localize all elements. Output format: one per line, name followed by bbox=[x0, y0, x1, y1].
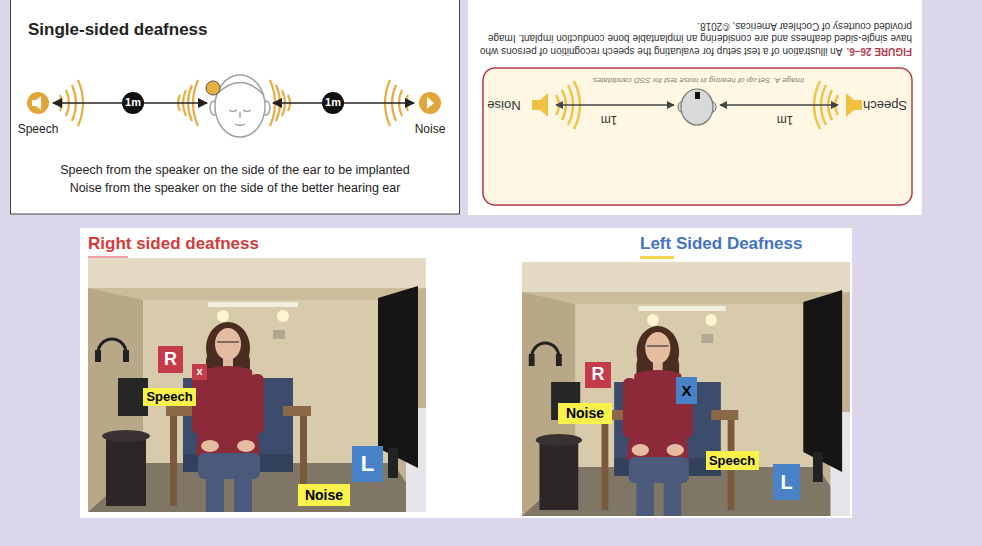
caption-line: Speech from the speaker on the side of t… bbox=[10, 163, 460, 178]
booth-photo bbox=[522, 262, 850, 516]
panel bbox=[80, 228, 852, 518]
speaker-icon bbox=[427, 97, 434, 109]
distance-arrow bbox=[556, 104, 674, 105]
source-tag-text: Noise bbox=[305, 487, 343, 504]
booth-photo bbox=[522, 262, 850, 516]
speaker-label: Noise bbox=[415, 122, 446, 136]
rotated-figure bbox=[483, 68, 912, 205]
figure-number: FIGURE 26–6. bbox=[846, 46, 912, 57]
diagram-panel: Single-sided deafnessSpeech from the spe… bbox=[10, 0, 460, 215]
heading-underline bbox=[640, 256, 674, 259]
speaker-icon bbox=[27, 92, 49, 114]
implant-marker bbox=[206, 81, 220, 95]
panel bbox=[468, 0, 922, 215]
caption-line: Noise from the speaker on the side of th… bbox=[10, 181, 460, 196]
head bbox=[215, 75, 265, 137]
side-marker-text: R bbox=[164, 349, 177, 371]
figure-panel: FIGURE 26–6.An illustration of a test se… bbox=[468, 0, 922, 215]
speaker-label: Noise bbox=[487, 97, 520, 113]
image-note: Image A. Set-up of hearing in noise test… bbox=[483, 75, 912, 85]
caption-block: FIGURE 26–6.An illustration of a test se… bbox=[478, 20, 912, 58]
distance-value: 1m bbox=[325, 96, 341, 109]
distance-value: 1m bbox=[125, 96, 141, 109]
ear-marker: X bbox=[676, 377, 697, 404]
side-marker-text: L bbox=[780, 470, 792, 494]
panel-title: Single-sided deafness bbox=[28, 20, 208, 40]
section-heading: Right sided deafness bbox=[88, 234, 259, 254]
face-features bbox=[229, 110, 251, 126]
side-marker: R bbox=[585, 362, 611, 388]
speaker-icon bbox=[532, 93, 548, 117]
source-tag: Noise bbox=[298, 484, 350, 506]
source-tag-text: Noise bbox=[566, 405, 604, 422]
speaker-icon bbox=[419, 92, 441, 114]
panel bbox=[11, 0, 460, 214]
source-tag: Noise bbox=[558, 403, 612, 424]
source-tag: Speech bbox=[706, 451, 759, 470]
booth-photo bbox=[88, 258, 426, 512]
ear-marker-text: X bbox=[681, 382, 691, 400]
source-tag-text: Speech bbox=[146, 389, 192, 405]
section-heading: Left Sided Deafness bbox=[640, 234, 803, 254]
distance-badge: 1m bbox=[322, 92, 344, 114]
rotated-figure bbox=[483, 68, 912, 205]
distance-arrow bbox=[720, 104, 838, 105]
implant-marker bbox=[695, 92, 700, 99]
side-marker-text: L bbox=[361, 451, 374, 477]
source-tag-text: Speech bbox=[709, 453, 755, 469]
distance-label: 1m bbox=[601, 113, 618, 127]
speaker-icon bbox=[32, 96, 41, 110]
booth-photo bbox=[88, 258, 426, 512]
ear-marker: x bbox=[192, 364, 207, 380]
head bbox=[681, 89, 713, 125]
speaker-label: Speech bbox=[863, 97, 907, 113]
source-tag: Speech bbox=[143, 388, 196, 406]
side-marker: L bbox=[352, 446, 383, 482]
speaker-icon bbox=[846, 93, 862, 117]
ear-marker-text: x bbox=[196, 365, 202, 378]
hairline bbox=[216, 83, 264, 96]
figure-frame bbox=[483, 68, 912, 205]
side-marker: L bbox=[773, 464, 800, 500]
side-marker-text: R bbox=[592, 364, 605, 386]
speaker-label: Speech bbox=[18, 122, 59, 136]
side-marker: R bbox=[158, 346, 183, 373]
distance-badge: 1m bbox=[122, 92, 144, 114]
illustration-frame: Image A. Set-up of hearing in noise test… bbox=[483, 68, 912, 205]
distance-label: 1m bbox=[777, 113, 794, 127]
